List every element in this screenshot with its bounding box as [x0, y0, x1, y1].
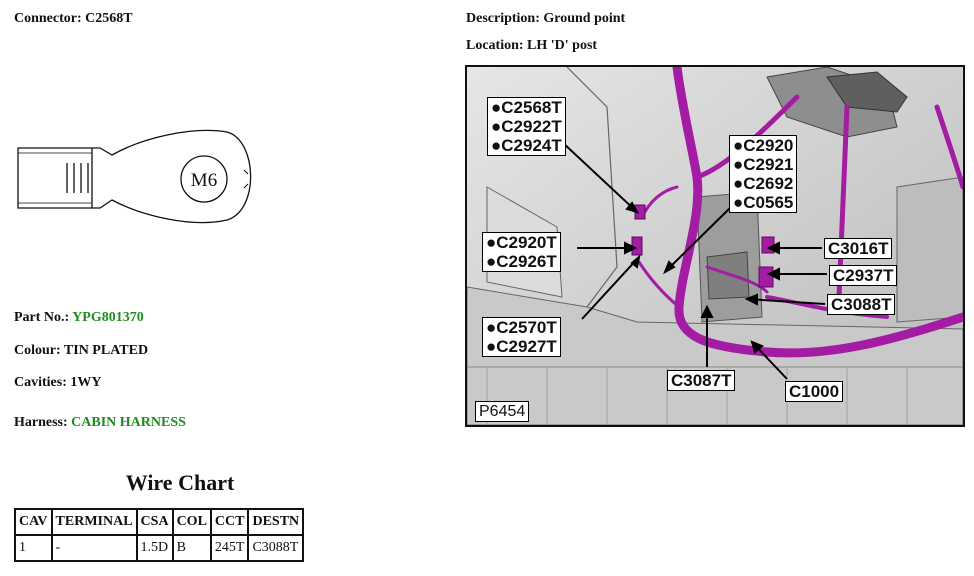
location: Location: LH 'D' post	[466, 38, 598, 53]
col-cav: CAV	[14, 508, 53, 536]
callout-c3088t: C3088T	[827, 294, 896, 315]
table-row: 1 - 1.5D B 245T C3088T	[14, 534, 305, 562]
col-cct: CCT	[209, 508, 250, 536]
callout-c2920-group: ●C2920 ●C2921 ●C2692 ●C0565	[729, 135, 798, 213]
callout-label: ●C2926T	[486, 252, 557, 271]
callout-label: ●C2927T	[486, 337, 557, 356]
wire-chart-title: Wire Chart	[125, 470, 235, 495]
cell-destn: C3088T	[247, 534, 305, 562]
connector-id: Connector: C2568T	[14, 11, 133, 26]
col-csa: CSA	[135, 508, 174, 536]
colour: Colour: TIN PLATED	[14, 343, 149, 358]
callout-label: ●C2692	[733, 174, 794, 193]
callout-c2937t: C2937T	[829, 265, 898, 286]
col-col: COL	[171, 508, 212, 536]
callout-label: ●C2921	[733, 155, 794, 174]
cell-cav: 1	[14, 534, 53, 562]
cell-terminal: -	[50, 534, 138, 562]
wire-chart-table: CAV TERMINAL CSA COL CCT DESTN 1 - 1.5D …	[14, 508, 305, 562]
description: Description: Ground point	[466, 11, 626, 26]
cavities: Cavities: 1WY	[14, 375, 102, 390]
col-terminal: TERMINAL	[50, 508, 138, 536]
photo-id: P6454	[475, 401, 530, 422]
callout-c1000: C1000	[785, 381, 844, 402]
callout-c2570t-group: ●C2570T ●C2927T	[482, 317, 561, 357]
cell-col: B	[171, 534, 212, 562]
callout-label: ●C2920T	[486, 233, 557, 252]
part-number: Part No.: YPG801370	[14, 310, 144, 326]
harness: Harness: CABIN HARNESS	[14, 415, 186, 431]
callout-label: ●C2570T	[486, 318, 557, 337]
wire-chart-header-row: CAV TERMINAL CSA COL CCT DESTN	[14, 508, 305, 536]
callout-c2568t-group: ●C2568T ●C2922T ●C2924T	[487, 97, 566, 156]
harness-value: CABIN HARNESS	[71, 415, 186, 430]
callout-label: ●C0565	[733, 193, 794, 212]
part-number-label: Part No.:	[14, 310, 70, 325]
location-illustration: ●C2568T ●C2922T ●C2924T ●C2920 ●C2921 ●C…	[465, 65, 965, 427]
stud-size-label: M6	[191, 170, 217, 191]
callout-c3016t: C3016T	[824, 238, 893, 259]
callout-label: ●C2924T	[491, 136, 562, 155]
part-number-value: YPG801370	[72, 310, 144, 325]
callout-label: ●C2568T	[491, 98, 562, 117]
col-destn: DESTN	[247, 508, 305, 536]
callout-c2920t-group: ●C2920T ●C2926T	[482, 232, 561, 272]
harness-label: Harness:	[14, 415, 68, 430]
callout-c3087t: C3087T	[667, 370, 736, 391]
cell-csa: 1.5D	[135, 534, 174, 562]
ring-terminal-drawing: M6	[17, 129, 252, 224]
cell-cct: 245T	[209, 534, 250, 562]
callout-label: ●C2922T	[491, 117, 562, 136]
callout-label: ●C2920	[733, 136, 794, 155]
